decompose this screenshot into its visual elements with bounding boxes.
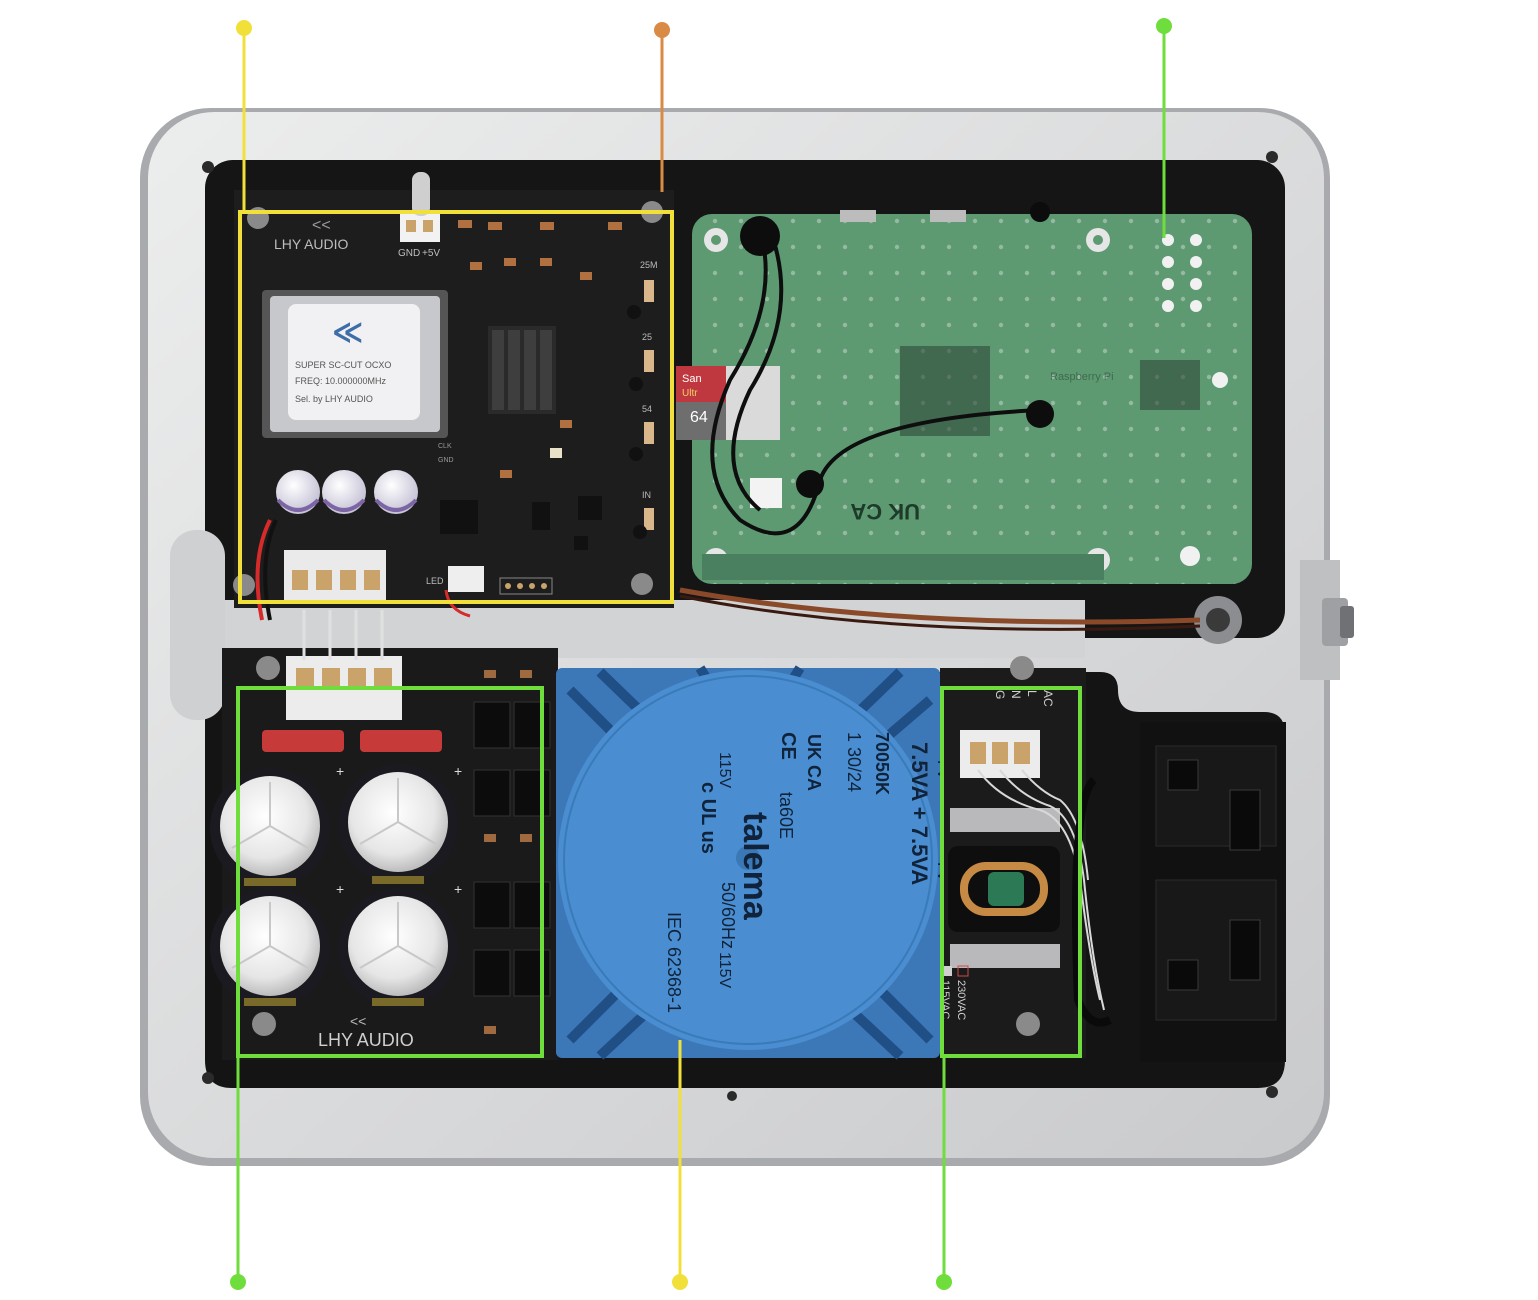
- raspberry-pi-board: San Ultr 64 UK CA Raspberry Pi: [676, 202, 1252, 631]
- callout-transformer: [672, 1040, 688, 1290]
- ac-g-label: G: [993, 690, 1007, 699]
- pi-pads: [1162, 234, 1228, 566]
- standard-label: IEC 62368-1: [664, 912, 684, 1013]
- clk-label: CLK: [438, 443, 452, 450]
- brand-label: LHY AUDIO: [274, 236, 349, 252]
- psu-brand-label: LHY AUDIO: [318, 1030, 414, 1050]
- primary-1-label: 115V: [716, 752, 733, 789]
- psu-logo-icon: <<: [350, 1013, 366, 1029]
- out-25m-label: 25M: [640, 260, 658, 270]
- iec-power-inlet: [1072, 722, 1286, 1062]
- chassis-screws: [202, 151, 1278, 1101]
- plus5v-label: +5V: [422, 248, 440, 259]
- led-connector: LED: [426, 566, 553, 595]
- ac-input-board: AC L N G 115VAC 230VAC: [939, 656, 1105, 1058]
- callout-ac-board: [936, 686, 1082, 1290]
- ic-chips: [440, 496, 602, 550]
- va-rating-label: 7.5VA + 7.5VA: [907, 742, 932, 885]
- out-in-label: IN: [642, 490, 651, 500]
- clock-outputs: 25M 25 54 IN CLK GND: [438, 260, 658, 539]
- board-connector: [284, 550, 386, 600]
- sd-series-label: Ultr: [682, 388, 698, 399]
- svg-text:+: +: [336, 881, 344, 897]
- talema-brand-label: talema: [736, 812, 774, 921]
- svg-text:+: +: [454, 881, 462, 897]
- callout-clock-board: [236, 20, 674, 604]
- gnd-pin-label: GND: [438, 457, 454, 464]
- primary-2-label: 115V: [716, 952, 733, 989]
- callout-psu-board: [230, 686, 544, 1290]
- gnd-label: GND: [398, 248, 420, 259]
- transformer-ukca-mark: UK CA: [804, 734, 824, 791]
- clock-board-logo: << LHY AUDIO: [274, 217, 349, 252]
- callout-raspberry-pi: [1156, 18, 1172, 238]
- side-connector: [1194, 596, 1354, 646]
- gpio-header: [702, 554, 1104, 580]
- ocxo-module: ≪ SUPER SC-CUT OCXO FREQ: 10.000000MHz S…: [262, 290, 448, 438]
- transformer-model-label: ta60E: [776, 792, 796, 839]
- sd-capacity-label: 64: [690, 409, 708, 426]
- callouts: [230, 18, 1172, 1290]
- part-number-label: 70050K: [872, 732, 892, 795]
- logo-mark-icon: <<: [312, 217, 331, 234]
- sd-brand-label: San: [682, 373, 702, 385]
- lhy-logo-icon: ≪: [332, 316, 363, 349]
- ul-mark: c UL us: [697, 782, 719, 854]
- filter-capacitors: [276, 470, 418, 514]
- ocxo-model-label: SUPER SC-CUT OCXO: [295, 360, 391, 370]
- date-code-label: 1 30/24: [844, 732, 864, 792]
- clock-board: << LHY AUDIO GND +5V ≪ SUPER SC-CUT OCXO: [233, 172, 674, 621]
- smd-components: [458, 220, 622, 478]
- ocxo-freq-label: FREQ: 10.000000MHz: [295, 376, 387, 386]
- led-label: LED: [426, 576, 444, 586]
- ocxo-selected-label: Sel. by LHY AUDIO: [295, 394, 373, 404]
- ukca-mark: UK CA: [850, 499, 920, 524]
- callout-connector: [654, 22, 670, 192]
- frequency-label: 50/60Hz: [718, 882, 738, 949]
- ac-label: AC: [1041, 690, 1055, 707]
- toroidal-transformer: CE ta60E UK CA 1 30/24 70050K 7.5VA + 7.…: [556, 665, 954, 1060]
- heatsink: [488, 326, 556, 414]
- pi-board-label: Raspberry Pi: [1050, 371, 1114, 383]
- common-mode-choke: [948, 846, 1060, 932]
- ac-l-label: L: [1025, 690, 1039, 697]
- out-54-label: 54: [642, 404, 652, 414]
- ac-n-label: N: [1009, 690, 1023, 699]
- svg-text:+: +: [336, 763, 344, 779]
- out-25-label: 25: [642, 332, 652, 342]
- ce-mark: CE: [777, 732, 799, 760]
- fuses: [262, 730, 442, 752]
- voltage-230-label: 230VAC: [955, 980, 967, 1020]
- qr-sticker: [750, 478, 782, 508]
- svg-text:+: +: [454, 763, 462, 779]
- power-connector: GND +5V: [398, 172, 440, 259]
- sd-card: San Ultr 64: [676, 366, 780, 440]
- psu-board: + + + + LHY AUDIO <<: [210, 610, 558, 1060]
